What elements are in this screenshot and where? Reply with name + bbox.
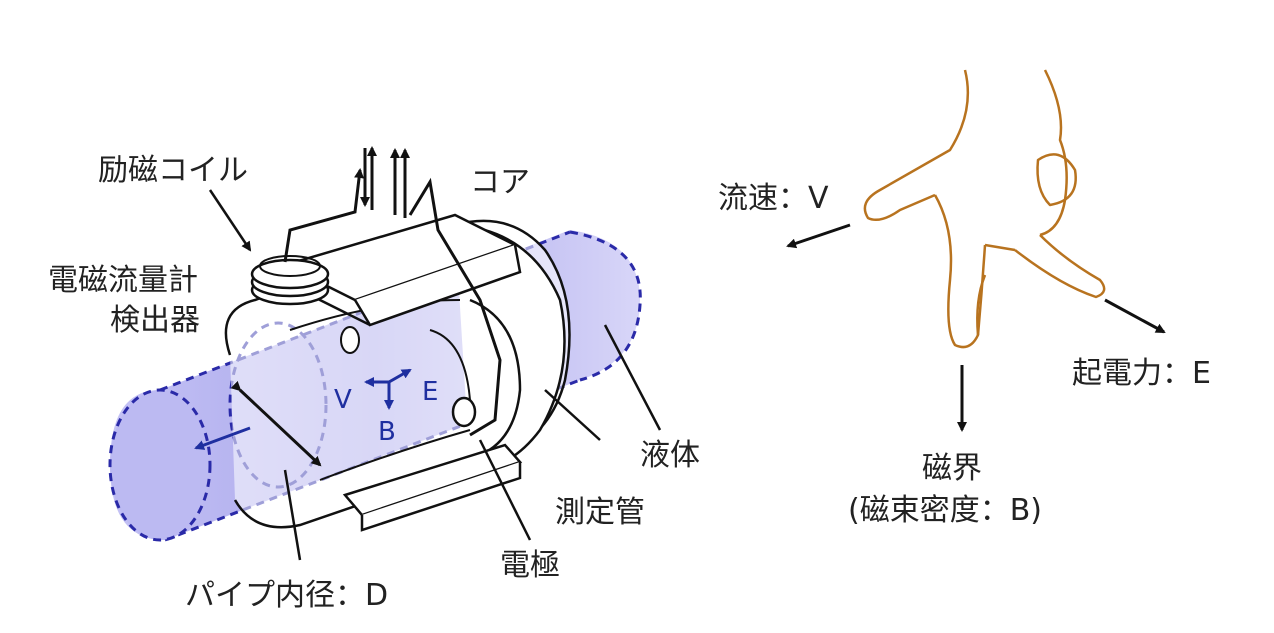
hand-arrows [786, 223, 1166, 432]
label-measuring-tube: 測定管 [555, 495, 645, 530]
label-detector-line1: 電磁流量計 [48, 263, 198, 298]
label-detector-line2: 検出器 [110, 303, 200, 338]
label-vector-e: E [422, 377, 438, 407]
hand-illustration [863, 69, 1106, 349]
vector-arrows [364, 368, 412, 410]
excitation-coil [250, 255, 330, 306]
coil-wires [283, 146, 502, 437]
label-emf: 起電力：E [1072, 356, 1211, 391]
velocity-arrow [786, 223, 851, 249]
label-magnetic-field-line1: 磁界 [922, 451, 982, 486]
label-magnetic-field-line2: (磁束密度：B) [848, 493, 1042, 528]
leader-lines [208, 189, 662, 561]
label-excitation-coil: 励磁コイル [98, 153, 248, 188]
electrode-top [340, 326, 360, 354]
electrode [451, 396, 477, 428]
label-flow-velocity: 流速：V [718, 181, 829, 216]
label-vector-v: V [334, 385, 352, 415]
label-core: コア [470, 165, 530, 200]
emf-arrow [1104, 298, 1166, 334]
diameter-arrow [230, 380, 322, 467]
base-plate [342, 443, 523, 532]
label-vector-b: B [378, 417, 396, 447]
label-pipe-diameter: パイプ内径：D [185, 578, 388, 613]
label-liquid: 液体 [640, 438, 700, 473]
label-electrode: 電極 [500, 548, 560, 583]
